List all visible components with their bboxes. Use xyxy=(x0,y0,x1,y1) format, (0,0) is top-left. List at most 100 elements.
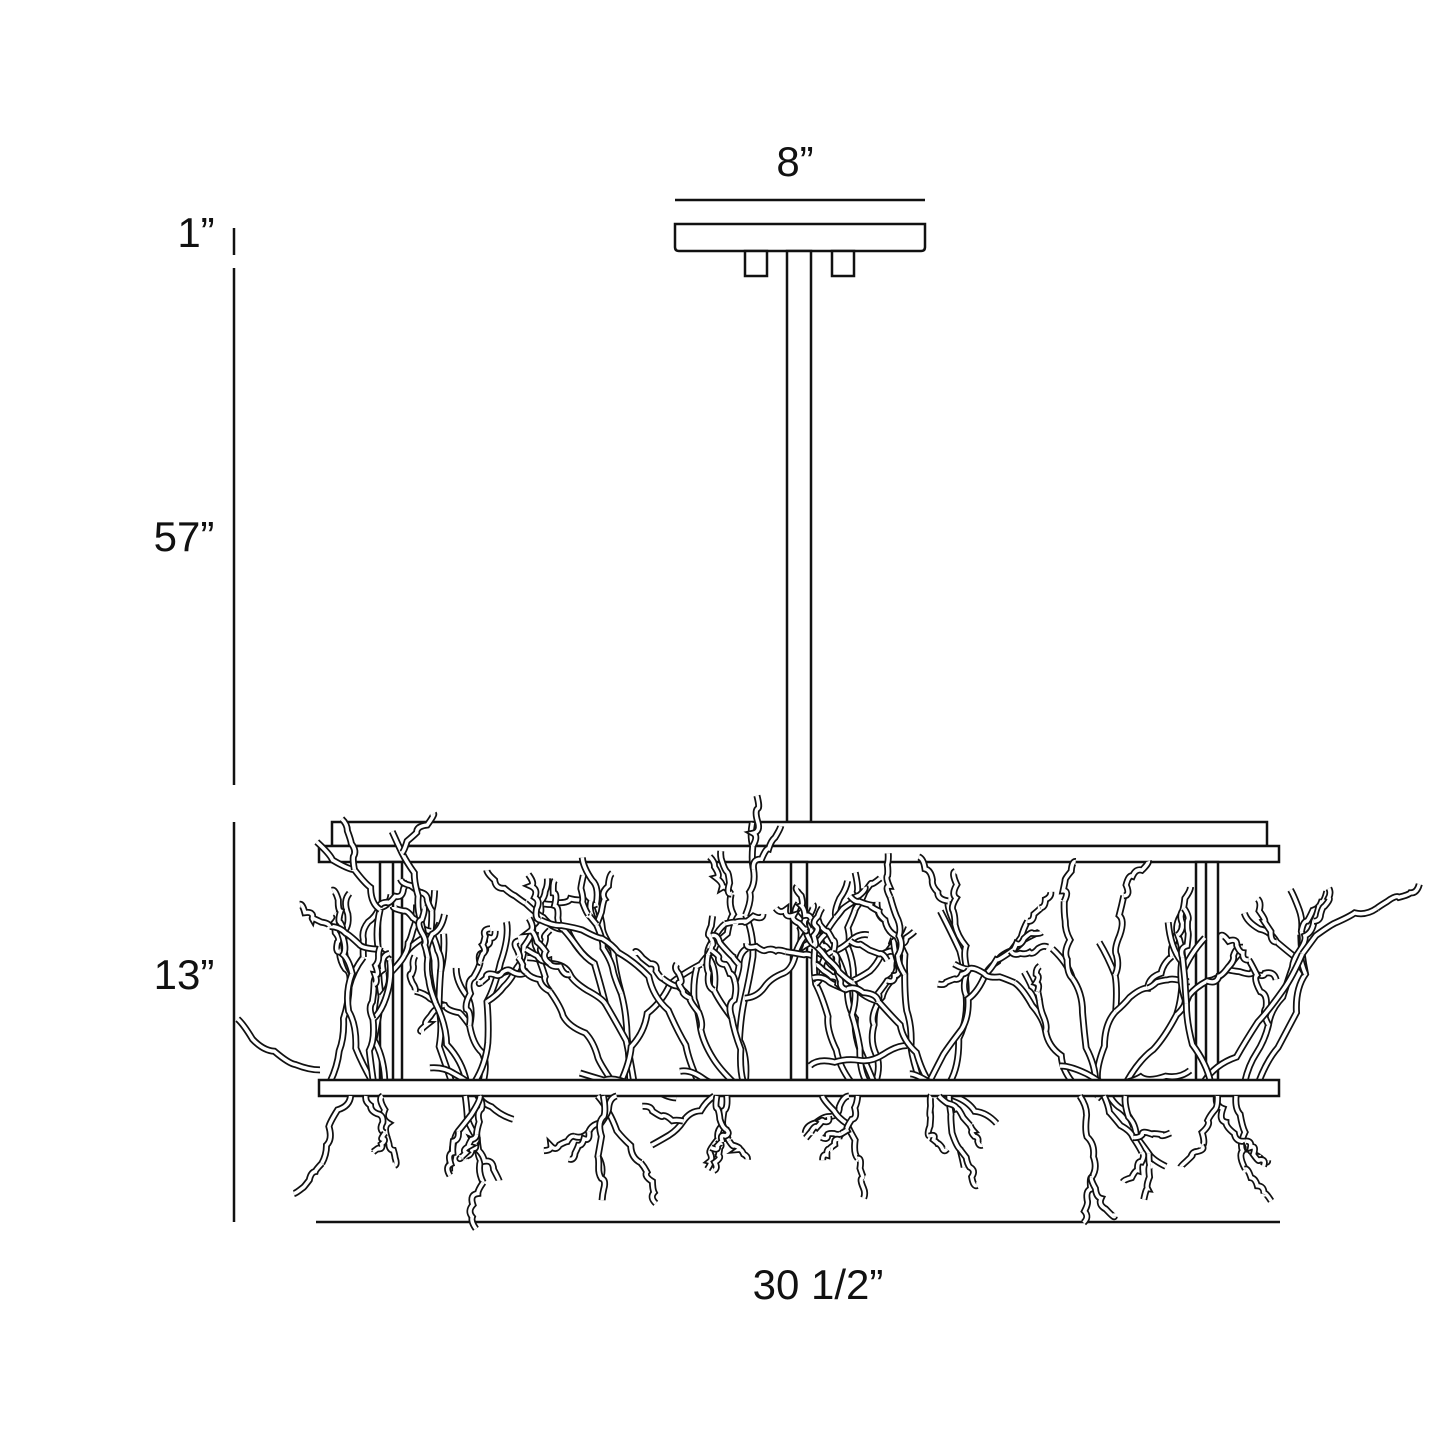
branch xyxy=(1179,1144,1205,1168)
branch xyxy=(751,825,783,870)
branch xyxy=(1027,891,1053,923)
frame-top-band xyxy=(317,844,1281,864)
branch xyxy=(1299,891,1329,932)
branch xyxy=(236,1017,321,1072)
branch xyxy=(820,1128,848,1141)
branch xyxy=(364,1095,386,1135)
branch xyxy=(918,855,949,903)
branch xyxy=(639,1161,658,1205)
branch xyxy=(400,812,436,855)
branch xyxy=(390,830,423,920)
canopy xyxy=(673,222,927,253)
branch xyxy=(885,853,892,898)
branch xyxy=(543,1134,575,1153)
branch xyxy=(1123,860,1151,898)
branch xyxy=(937,968,971,987)
branch xyxy=(1132,1130,1172,1140)
bottom-ring xyxy=(317,1078,1281,1098)
branch xyxy=(320,1095,353,1165)
branch xyxy=(372,946,382,987)
branch xyxy=(594,871,614,926)
branch xyxy=(299,902,332,928)
branch xyxy=(811,906,824,947)
canopy-height-label: 1” xyxy=(177,209,215,256)
branch xyxy=(548,990,614,1083)
branch xyxy=(794,885,814,923)
branch xyxy=(820,1137,840,1161)
branch xyxy=(408,955,418,992)
branch xyxy=(1062,901,1074,980)
branch xyxy=(539,918,620,954)
branch xyxy=(958,1148,978,1188)
branch xyxy=(477,968,512,986)
branch xyxy=(673,962,691,1000)
stem-length-label: 57” xyxy=(153,513,215,560)
branch xyxy=(1121,1150,1146,1183)
branch xyxy=(1113,895,1126,976)
branch xyxy=(1142,1153,1152,1200)
branch xyxy=(819,1135,841,1161)
branch xyxy=(926,1094,933,1138)
stem xyxy=(785,249,813,824)
branch xyxy=(385,1136,398,1168)
canopy-screw-right xyxy=(830,249,856,278)
branch xyxy=(1060,859,1076,903)
branch xyxy=(888,896,907,976)
branch xyxy=(486,925,535,1004)
branch xyxy=(1009,944,1049,957)
branch xyxy=(1375,883,1421,910)
fixture-height-label: 13” xyxy=(153,951,215,998)
branch xyxy=(340,817,357,871)
branch xyxy=(711,933,741,966)
branch xyxy=(1219,933,1249,962)
branch xyxy=(1179,907,1191,959)
branch xyxy=(950,869,959,925)
branch xyxy=(526,873,541,922)
branch xyxy=(596,1155,607,1201)
branch xyxy=(710,1128,730,1151)
canopy-width-label: 8” xyxy=(776,138,814,185)
branch xyxy=(1200,1095,1220,1148)
branch xyxy=(937,1094,972,1127)
branch xyxy=(642,1104,684,1123)
branch xyxy=(848,894,887,922)
branch xyxy=(568,1131,591,1162)
branch xyxy=(706,915,715,956)
branch xyxy=(748,795,761,847)
branch xyxy=(710,949,737,983)
fixture-width-label: 30 1/2” xyxy=(752,1261,884,1308)
branch xyxy=(1102,1095,1144,1154)
branch xyxy=(372,1131,387,1154)
branch xyxy=(478,927,491,965)
branch xyxy=(1206,945,1243,984)
branch xyxy=(458,1134,479,1161)
branch xyxy=(464,962,482,1026)
branch xyxy=(727,1139,750,1160)
branch xyxy=(804,1116,831,1140)
branch xyxy=(235,1016,321,1074)
branch xyxy=(617,950,700,1083)
branch xyxy=(445,1130,461,1177)
branch xyxy=(794,903,816,954)
branch xyxy=(927,972,988,1083)
branch xyxy=(928,1133,949,1153)
branch xyxy=(1313,887,1332,924)
branch xyxy=(1301,906,1378,955)
branch-decoration-front xyxy=(292,1092,1275,1231)
branch xyxy=(524,917,551,965)
branch xyxy=(1256,897,1277,944)
branch xyxy=(850,981,931,1083)
branch xyxy=(633,949,663,980)
branch xyxy=(1244,1167,1273,1202)
branch xyxy=(485,869,527,905)
branch xyxy=(849,939,889,962)
branch xyxy=(513,939,528,974)
branch xyxy=(1009,930,1043,954)
branch xyxy=(774,906,808,933)
branch xyxy=(724,913,765,926)
branch xyxy=(968,1124,983,1148)
branch xyxy=(331,888,345,935)
canopy-screw-left xyxy=(743,249,769,278)
